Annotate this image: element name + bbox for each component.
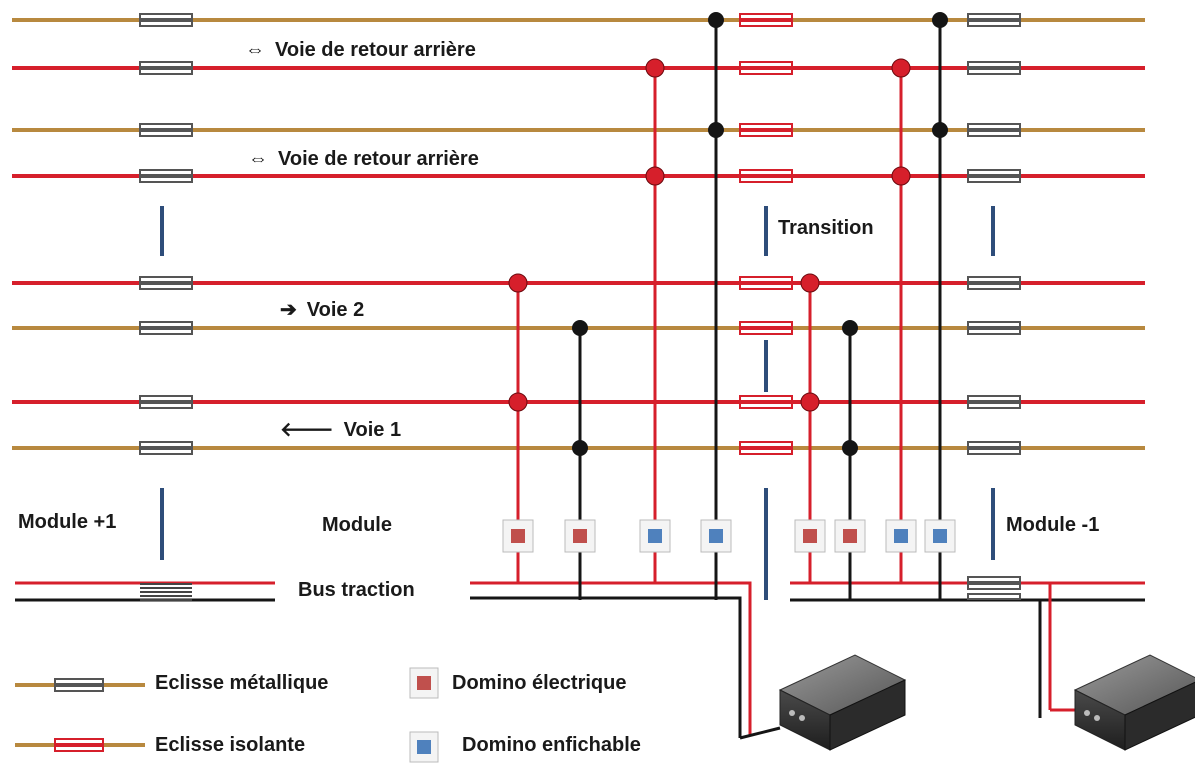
domino-enfichable [885, 519, 917, 553]
track-label-retour-mid: ⇔Voie de retour arrière [248, 148, 479, 170]
metallic-joints [139, 13, 1021, 600]
domino-electrique [794, 519, 826, 553]
left-arrow-icon: 🡐 [280, 419, 334, 441]
legend-domino-enfichable-symbol [409, 731, 439, 763]
domino-electrique [564, 519, 596, 553]
transition-label: Transition [778, 217, 874, 239]
double-arrow-icon: ⇔ [248, 148, 268, 170]
dominos [502, 519, 956, 553]
bus-traction-label: Bus traction [298, 579, 415, 601]
domino-electrique [502, 519, 534, 553]
legend-eclisse-isolante-label: Eclisse isolante [155, 734, 306, 756]
track-label-retour-top: ⇔Voie de retour arrière [245, 39, 476, 61]
power-supply-box-icon [1073, 654, 1195, 751]
connection-dots [508, 58, 911, 412]
connection-dots-black [572, 12, 948, 456]
module-minus-label: Module -1 [1006, 514, 1100, 536]
domino-electrique [834, 519, 866, 553]
bus-traction [15, 581, 1145, 740]
insulating-joints [739, 13, 793, 455]
domino-enfichable [639, 519, 671, 553]
legend-eclisse-metallique-symbol [15, 678, 145, 692]
track-label-voie1: 🡐Voie 1 [280, 419, 402, 441]
feeders [516, 20, 942, 600]
domino-enfichable [700, 519, 732, 553]
domino-enfichable [924, 519, 956, 553]
power-supply-box-icon [778, 654, 907, 751]
track-label-voie2: ➔Voie 2 [280, 299, 365, 321]
right-arrow-icon: ➔ [280, 299, 297, 321]
module-label: Module [322, 514, 392, 536]
legend-domino-electrique-label: Domino électrique [452, 672, 627, 694]
double-arrow-icon: ⇔ [245, 39, 265, 61]
module-separators [160, 206, 995, 600]
legend-eclisse-metallique-label: Eclisse métallique [155, 672, 329, 694]
legend-domino-enfichable-label: Domino enfichable [462, 734, 641, 756]
legend-eclisse-isolante-symbol [15, 738, 145, 752]
bus-joint [140, 583, 192, 601]
module-plus-label: Module +1 [18, 511, 117, 533]
legend-domino-electrique-symbol [409, 667, 439, 699]
